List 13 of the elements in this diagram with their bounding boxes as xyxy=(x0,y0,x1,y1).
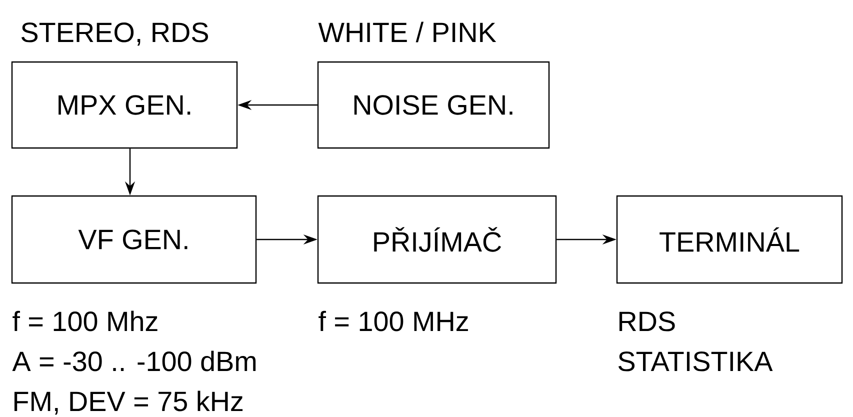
process-box: NOISE GEN. xyxy=(317,61,550,149)
annotation-text: f = 100 MHz xyxy=(318,310,468,332)
process-box: MPX GEN. xyxy=(11,61,238,149)
annotation-text: STEREO, RDS xyxy=(21,22,208,46)
annotation-text: WHITE / PINK xyxy=(318,22,496,42)
process-box: VF GEN. xyxy=(11,195,257,284)
process-box: TERMINÁL xyxy=(616,195,843,284)
annotation-text: RDS xyxy=(619,312,675,332)
annotation-text: A = -30 .. -100 dBm xyxy=(12,350,256,372)
annotation-text: FM, DEV = 75 kHz xyxy=(14,390,243,415)
annotation-text: f = 100 Mhz xyxy=(12,310,158,332)
process-box: PŘIJÍMAČ xyxy=(317,195,557,284)
annotation-text: STATISTIKA xyxy=(618,352,773,372)
